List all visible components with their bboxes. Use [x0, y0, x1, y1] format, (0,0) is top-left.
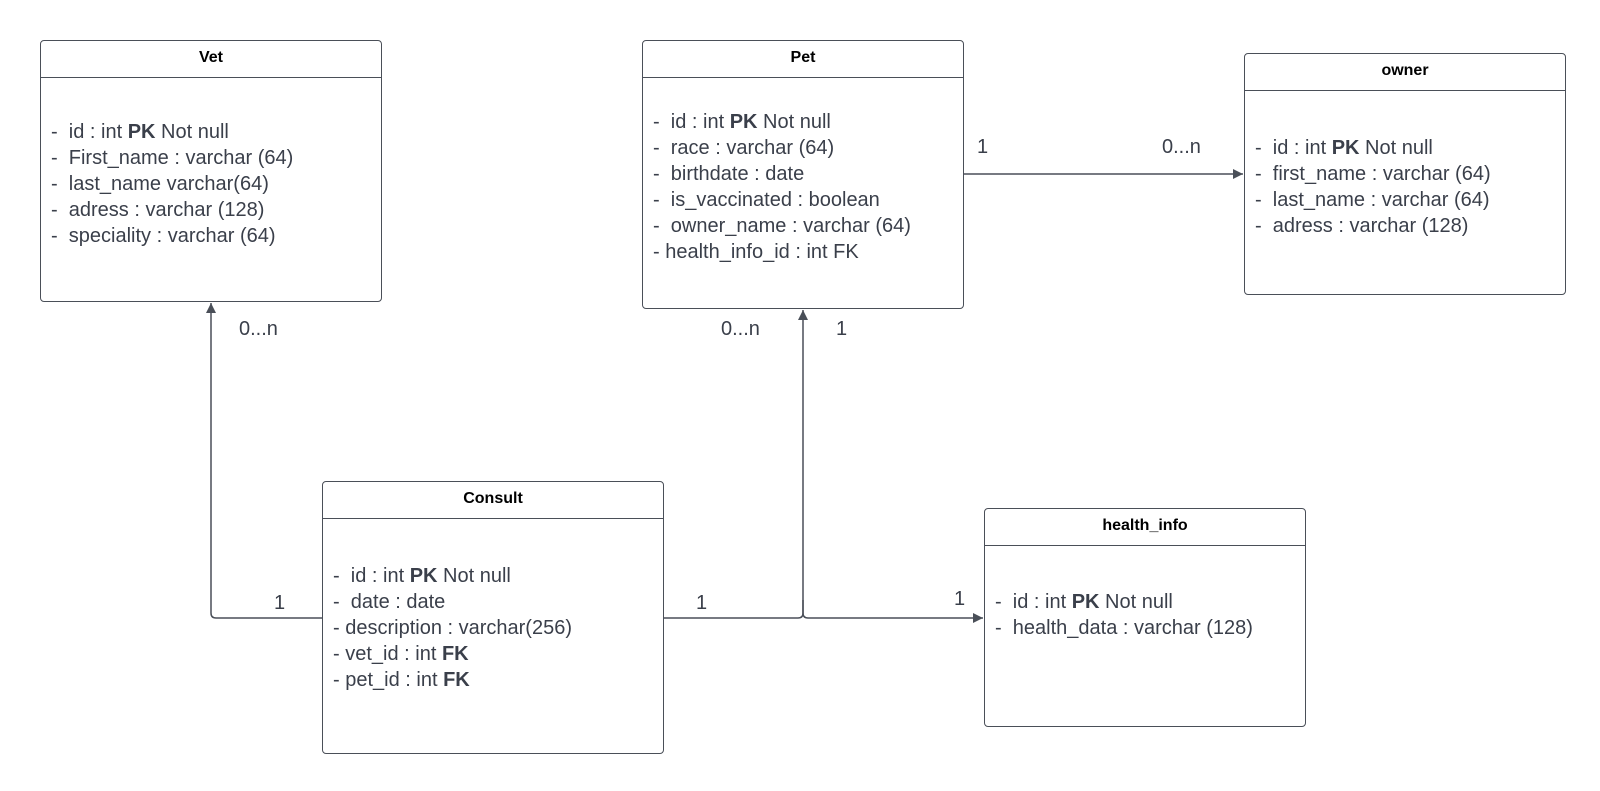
link-consult-pet	[664, 310, 808, 619]
field-row: - last_name varchar(64)	[51, 173, 269, 195]
field-row: - birthdate : date	[653, 163, 805, 185]
entity-consult-fields: - id : int PK Not null - date : date - d…	[323, 519, 663, 693]
field-row: - owner_name : varchar (64)	[653, 215, 911, 237]
entity-vet-fields: - id : int PK Not null - First_name : va…	[41, 78, 381, 249]
field-row: - id : int PK Not null	[51, 121, 229, 143]
multiplicity-health-pet-health-end: 1	[954, 588, 966, 610]
link-pet-health-info	[802, 600, 983, 623]
field-row: - id : int PK Not null	[1255, 137, 1433, 159]
entity-health-info-fields: - id : int PK Not null - health_data : v…	[985, 546, 1305, 641]
multiplicity-consult-vet-consult-end: 1	[274, 592, 286, 614]
entity-health-info[interactable]: health_info - id : int PK Not null - hea…	[984, 508, 1306, 727]
entity-pet[interactable]: Pet - id : int PK Not null - race : varc…	[642, 40, 964, 309]
field-row: - health_data : varchar (128)	[995, 617, 1253, 639]
entity-vet-title: Vet	[41, 41, 381, 78]
entity-pet-fields: - id : int PK Not null - race : varchar …	[643, 78, 963, 265]
entity-consult-title: Consult	[323, 482, 663, 519]
multiplicity-consult-vet-vet-end: 0...n	[239, 318, 278, 340]
multiplicity-consult-pet-consult-end: 1	[696, 592, 708, 614]
field-row: - id : int PK Not null	[653, 111, 831, 133]
entity-pet-title: Pet	[643, 41, 963, 78]
entity-consult[interactable]: Consult - id : int PK Not null - date : …	[322, 481, 664, 754]
entity-health-info-title: health_info	[985, 509, 1305, 546]
field-row: - date : date	[333, 591, 446, 613]
field-row: - vet_id : int FK	[333, 643, 469, 665]
field-row: - First_name : varchar (64)	[51, 147, 294, 169]
multiplicity-pet-owner-pet-end: 1	[977, 136, 989, 158]
field-row: - description : varchar(256)	[333, 617, 572, 639]
field-row: - speciality : varchar (64)	[51, 225, 276, 247]
field-row: - pet_id : int FK	[333, 669, 470, 691]
field-row: - last_name : varchar (64)	[1255, 189, 1490, 211]
field-row: - adress : varchar (128)	[1255, 215, 1469, 237]
multiplicity-health-pet-pet-end: 1	[836, 318, 848, 340]
entity-owner-fields: - id : int PK Not null - first_name : va…	[1245, 91, 1565, 239]
field-row: - race : varchar (64)	[653, 137, 835, 159]
field-row: - is_vaccinated : boolean	[653, 189, 880, 211]
field-row: - first_name : varchar (64)	[1255, 163, 1491, 185]
field-row: - id : int PK Not null	[333, 565, 511, 587]
entity-owner-title: owner	[1245, 54, 1565, 91]
field-row: - health_info_id : int FK	[653, 241, 859, 263]
field-row: - adress : varchar (128)	[51, 199, 265, 221]
multiplicity-pet-owner-owner-end: 0...n	[1162, 136, 1201, 158]
entity-vet[interactable]: Vet - id : int PK Not null - First_name …	[40, 40, 382, 302]
multiplicity-consult-pet-pet-end: 0...n	[721, 318, 760, 340]
field-row: - id : int PK Not null	[995, 591, 1173, 613]
link-consult-vet	[206, 303, 322, 619]
entity-owner[interactable]: owner - id : int PK Not null - first_nam…	[1244, 53, 1566, 295]
